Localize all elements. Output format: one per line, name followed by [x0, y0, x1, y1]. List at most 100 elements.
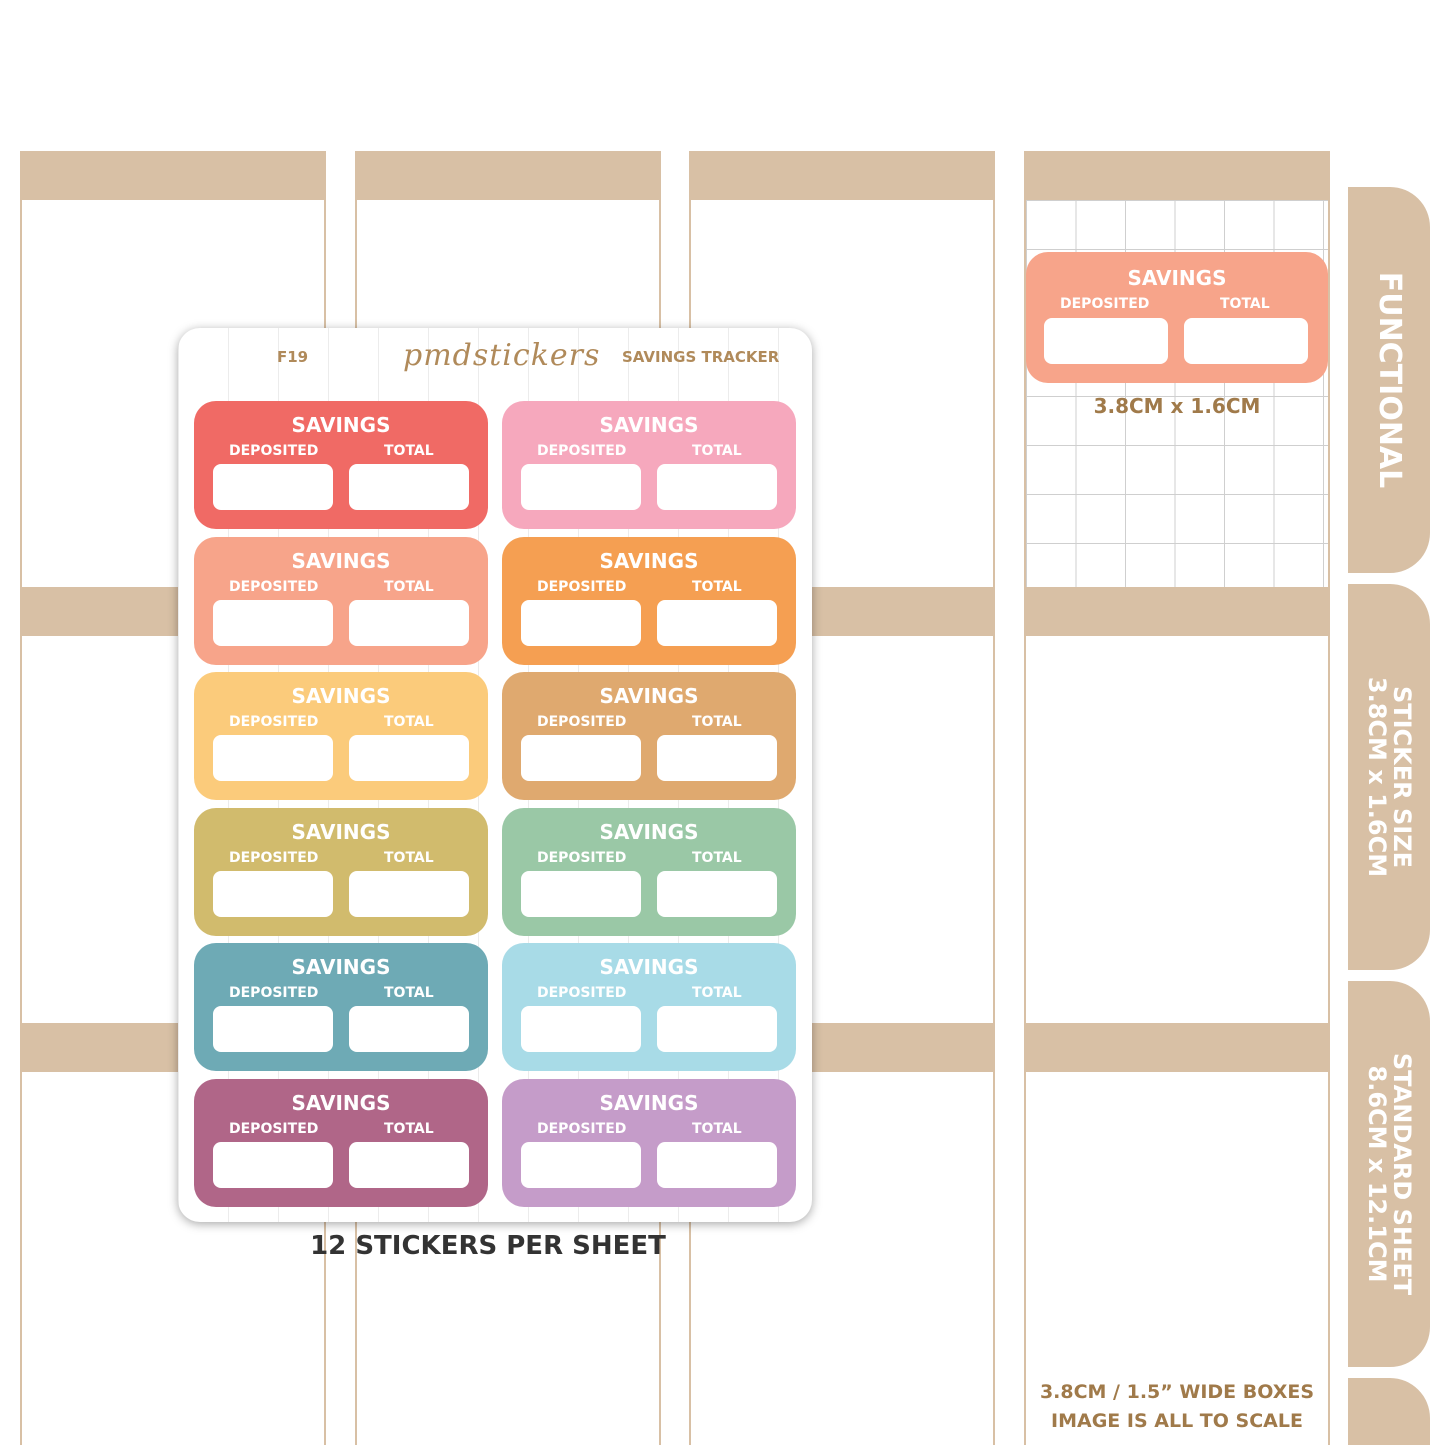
footer-line-2: IMAGE IS ALL TO SCALE [1051, 1410, 1303, 1432]
sticker-label-deposited: DEPOSITED [229, 578, 319, 595]
footer-line-1: 3.8CM / 1.5” WIDE BOXES [1039, 1381, 1315, 1403]
sticker-box-deposited [521, 599, 641, 646]
tab-standard-sheet: STANDARD SHEET 8.6CM x 12.1CM [1348, 981, 1430, 1367]
sticker-label-total: TOTAL [692, 849, 742, 866]
sticker-box-deposited [521, 464, 641, 510]
sticker-label-total: TOTAL [1220, 296, 1270, 312]
sticker-title: SAVINGS [1127, 266, 1227, 290]
header-band [1026, 151, 1328, 200]
tab-partial [1348, 1378, 1430, 1445]
sticker-label-total: TOTAL [692, 985, 742, 1001]
tab-line-1: STICKER SIZE [1388, 685, 1417, 869]
sticker-label-deposited: DEPOSITED [537, 985, 627, 1001]
sticker-box-total [349, 599, 469, 646]
sticker-title: SAVINGS [599, 413, 699, 437]
sticker-label-total: TOTAL [692, 443, 742, 459]
sticker-box-total [349, 464, 469, 510]
sticker-label-total: TOTAL [384, 1120, 434, 1137]
sticker-box-total [349, 870, 469, 917]
sticker-label-deposited: DEPOSITED [229, 714, 319, 730]
sticker-title: SAVINGS [599, 1090, 699, 1115]
sticker-label-deposited: DEPOSITED [537, 849, 627, 866]
savings-sticker: SAVINGS DEPOSITED TOTAL [502, 807, 796, 936]
sticker-box-deposited [213, 1141, 333, 1188]
sticker-box-total [1184, 318, 1308, 364]
header-band [22, 151, 324, 200]
savings-sticker: SAVINGS DEPOSITED TOTAL [502, 943, 796, 1071]
footer-note: 3.8CM / 1.5” WIDE BOXES IMAGE IS ALL TO … [1026, 1378, 1328, 1436]
sticker-box-total [657, 1141, 777, 1188]
sticker-label-deposited: DEPOSITED [537, 1120, 627, 1137]
header-band [1026, 587, 1328, 636]
sticker-box-total [657, 735, 777, 781]
tab-standard-sheet-label: STANDARD SHEET 8.6CM x 12.1CM [1363, 1052, 1417, 1296]
sticker-label-deposited: DEPOSITED [229, 985, 319, 1001]
savings-sticker: SAVINGS DEPOSITED TOTAL [502, 536, 796, 665]
sticker-label-deposited: DEPOSITED [1060, 296, 1150, 312]
tab-sticker-size-label: STICKER SIZE 3.8CM x 1.6CM [1363, 676, 1417, 878]
savings-sticker: SAVINGS DEPOSITED TOTAL [194, 1078, 488, 1207]
savings-sticker: SAVINGS DEPOSITED TOTAL [194, 536, 488, 665]
sticker-box-total [349, 735, 469, 781]
brand-logo: pmdstickers [403, 338, 601, 373]
header-band [1026, 1023, 1328, 1072]
sticker-box-total [657, 870, 777, 917]
sticker-label-deposited: DEPOSITED [229, 1120, 319, 1137]
sticker-title: SAVINGS [291, 413, 391, 437]
tab-functional: FUNCTIONAL [1348, 187, 1430, 573]
sticker-title: SAVINGS [599, 548, 699, 573]
savings-sticker: SAVINGS DEPOSITED TOTAL [194, 672, 488, 800]
sticker-sheet: F19 pmdstickers SAVINGS TRACKER SAVINGS D… [178, 328, 812, 1222]
sticker-title: SAVINGS [291, 548, 391, 573]
header-band [357, 151, 659, 200]
sticker-box-deposited [521, 1141, 641, 1188]
sample-size-label: 3.8CM x 1.6CM [1093, 394, 1261, 418]
savings-sticker: SAVINGS DEPOSITED TOTAL [194, 401, 488, 529]
tab-line-1: STANDARD SHEET [1388, 1052, 1417, 1296]
sticker-box-deposited [213, 464, 333, 510]
sticker-box-deposited [521, 1006, 641, 1052]
sticker-box-total [349, 1141, 469, 1188]
sticker-box-total [657, 464, 777, 510]
sticker-label-total: TOTAL [384, 578, 434, 595]
sticker-label-total: TOTAL [384, 443, 434, 459]
sticker-box-deposited [521, 735, 641, 781]
sticker-title: SAVINGS [599, 955, 699, 979]
sticker-box-deposited [213, 1006, 333, 1052]
sticker-box-deposited [213, 735, 333, 781]
sheet-title: SAVINGS TRACKER [622, 348, 780, 366]
sticker-box-deposited [213, 870, 333, 917]
sticker-box-deposited [213, 599, 333, 646]
tab-line-2: 3.8CM x 1.6CM [1363, 676, 1391, 878]
sticker-box-deposited [521, 870, 641, 917]
savings-sticker: SAVINGS DEPOSITED TOTAL [194, 943, 488, 1071]
sticker-title: SAVINGS [599, 684, 699, 708]
sticker-box-total [349, 1006, 469, 1052]
sticker-label-total: TOTAL [384, 985, 434, 1001]
sticker-title: SAVINGS [291, 684, 391, 708]
sticker-label-deposited: DEPOSITED [229, 443, 319, 459]
sticker-label-total: TOTAL [384, 714, 434, 730]
sticker-box-deposited [1044, 318, 1168, 364]
sheet-code: F19 [277, 348, 309, 366]
tab-functional-label: FUNCTIONAL [1371, 271, 1407, 489]
header-band [691, 151, 993, 200]
sticker-title: SAVINGS [291, 1090, 391, 1115]
sticker-title: SAVINGS [291, 955, 391, 979]
tab-sticker-size: STICKER SIZE 3.8CM x 1.6CM [1348, 584, 1430, 970]
sticker-label-total: TOTAL [384, 849, 434, 866]
sticker-box-total [657, 599, 777, 646]
tab-line-2: 8.6CM x 12.1CM [1363, 1065, 1391, 1283]
sticker-title: SAVINGS [599, 819, 699, 844]
sample-sticker: SAVINGS DEPOSITED TOTAL [1026, 252, 1328, 383]
sheet-caption: 12 STICKERS PER SHEET [310, 1231, 666, 1261]
sticker-label-deposited: DEPOSITED [229, 849, 319, 866]
sticker-label-deposited: DEPOSITED [537, 714, 627, 730]
sticker-label-deposited: DEPOSITED [537, 578, 627, 595]
sticker-label-total: TOTAL [692, 578, 742, 595]
sticker-label-deposited: DEPOSITED [537, 443, 627, 459]
savings-sticker: SAVINGS DEPOSITED TOTAL [502, 401, 796, 529]
